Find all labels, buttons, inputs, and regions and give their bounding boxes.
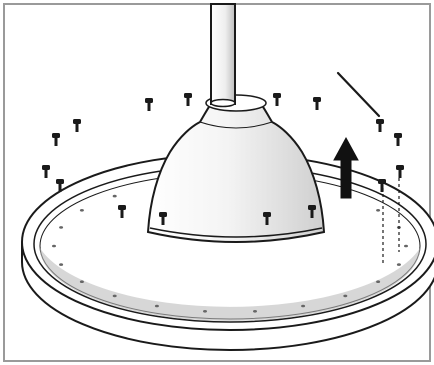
dome-waist-line: [199, 121, 273, 129]
plate-hole: [253, 310, 257, 313]
pole-base-ring: [210, 98, 236, 108]
screw-icon: [184, 93, 192, 106]
screw-icon: [263, 212, 271, 225]
screw-icon: [118, 205, 126, 218]
removal-guide-lines: [382, 178, 400, 266]
plate-hole: [79, 209, 84, 212]
plate-hole: [376, 280, 381, 284]
screw-icon: [308, 205, 316, 218]
screw-icon: [313, 97, 321, 110]
screw-group: [42, 93, 404, 225]
up-arrow-icon: [333, 136, 359, 199]
plate-hole: [52, 244, 56, 248]
plate-hole: [343, 294, 348, 298]
screw-icon: [159, 212, 167, 225]
screw-icon: [73, 119, 81, 132]
plate-hole: [79, 280, 84, 284]
screw-icon: [273, 93, 281, 106]
screw-icon: [396, 165, 404, 178]
screwdriver-icon: [336, 71, 381, 118]
dome-body: [146, 99, 326, 243]
dome-lower-rim: [149, 227, 323, 238]
plate-hole: [396, 263, 401, 266]
plate-hole: [112, 294, 117, 298]
screw-icon: [376, 119, 384, 132]
screw-icon: [42, 165, 50, 178]
screw-icon: [378, 179, 386, 192]
screw-icon: [56, 179, 64, 192]
plate-hole: [203, 310, 207, 313]
screw-icon: [394, 133, 402, 146]
plate-hole: [301, 304, 306, 308]
pole-shaft: [210, 3, 236, 105]
plate-hole: [59, 226, 64, 229]
base-plate: [21, 153, 434, 351]
plate-hole: [59, 263, 64, 266]
screw-icon: [52, 133, 60, 146]
plate-hole: [112, 194, 117, 198]
screw-icon: [145, 98, 153, 111]
plate-hole: [404, 244, 408, 248]
plate-hole: [376, 209, 381, 212]
base-plate-lip-shade: [40, 248, 420, 321]
plate-hole: [154, 304, 159, 308]
support-pole: [210, 3, 236, 108]
